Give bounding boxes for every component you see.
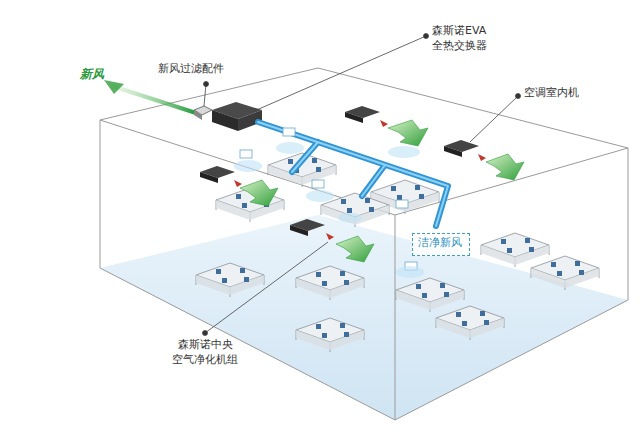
desk-leg [396, 290, 464, 312]
leader-line [203, 34, 521, 336]
monitor [316, 324, 321, 329]
monitor [557, 271, 562, 276]
monitor [316, 272, 321, 277]
monitor [344, 332, 349, 337]
desk-leg [296, 330, 364, 352]
desk-leg [321, 205, 389, 227]
desk-leg [268, 165, 336, 187]
monitor [480, 311, 485, 316]
desk-cluster [481, 233, 549, 267]
monitor [244, 277, 249, 282]
monitor [422, 293, 427, 298]
monitor [242, 203, 247, 208]
desk-cluster [436, 306, 504, 340]
desk-cluster [531, 256, 599, 290]
monitor [501, 239, 506, 244]
desk-panel [216, 200, 284, 220]
monitor [415, 185, 420, 190]
monitor [365, 198, 370, 203]
monitor [507, 248, 512, 253]
callout-label: 空调室内机 [524, 86, 579, 101]
monitor [240, 268, 245, 273]
desk-leg [296, 278, 364, 300]
callout-label: 森斯诺EVA 全热交换器 [432, 24, 506, 54]
monitor [369, 207, 374, 212]
monitor [456, 312, 461, 317]
monitor [416, 284, 421, 289]
desk-panel [196, 275, 264, 295]
monitor [236, 194, 241, 199]
callout-label: 森斯诺中央 空气净化机组 [166, 338, 244, 368]
air-arrow [240, 120, 524, 262]
heat-exchanger [212, 102, 262, 131]
desk-panel [296, 330, 364, 350]
desk-panel [436, 318, 504, 338]
desk-group [196, 153, 599, 352]
monitor [484, 320, 489, 325]
desk-cluster [196, 263, 264, 297]
monitor [222, 278, 227, 283]
desk-leg [436, 318, 504, 340]
monitor [312, 158, 317, 163]
monitor [444, 292, 449, 297]
monitor [551, 262, 556, 267]
monitor [440, 283, 445, 288]
desk-leg [196, 275, 264, 297]
desk-leg [216, 200, 284, 222]
room-outline [100, 68, 628, 420]
monitor [579, 270, 584, 275]
ac-indoor-unit [200, 106, 479, 236]
monitor [322, 333, 327, 338]
desk-cluster [296, 266, 364, 300]
air-arrow-small [234, 120, 486, 240]
monitor [344, 280, 349, 285]
monitor [340, 323, 345, 328]
fresh-air-arrow [104, 80, 124, 94]
callout-label: 新风过滤配件 [158, 62, 224, 77]
monitor [575, 261, 580, 266]
desk-leg [481, 245, 549, 267]
desk-leg [531, 268, 599, 290]
monitor [316, 167, 321, 172]
monitor [397, 195, 402, 200]
monitor [341, 199, 346, 204]
floor [100, 215, 628, 420]
desk-panel [268, 165, 336, 185]
monitor [462, 321, 467, 326]
monitor [288, 159, 293, 164]
monitor [340, 271, 345, 276]
monitor [322, 281, 327, 286]
desk-panel [396, 290, 464, 310]
desk-cluster [296, 318, 364, 352]
filter-side [194, 110, 202, 120]
desk-panel [481, 245, 549, 265]
monitor [216, 269, 221, 274]
monitor [525, 238, 530, 243]
desk-panel [321, 205, 389, 225]
desk-panel [531, 268, 599, 288]
desk-panel [296, 278, 364, 298]
callout-label: 新风 [80, 66, 104, 82]
monitor [529, 247, 534, 252]
air-flow [234, 142, 424, 278]
box-text: 洁净新风 [418, 236, 464, 250]
monitor [419, 194, 424, 199]
dashed-callout-box: 洁净新风 [412, 233, 470, 256]
desk-cluster [396, 278, 464, 312]
fresh-air-duct [112, 86, 196, 113]
monitor [347, 208, 352, 213]
monitor [391, 186, 396, 191]
